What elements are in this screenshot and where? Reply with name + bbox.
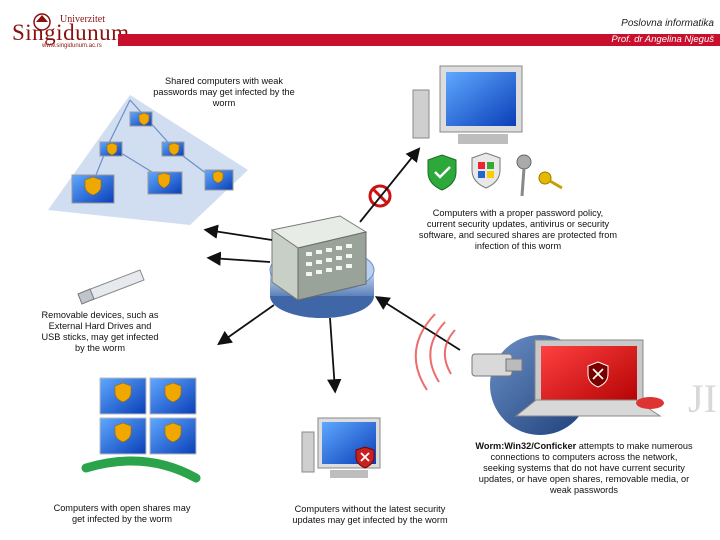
shared-computers-network [48, 95, 248, 225]
windows-shield-icon [471, 152, 501, 189]
caption-removable-devices: Removable devices, such as External Hard… [41, 310, 159, 353]
header-red-bar [118, 34, 720, 46]
caption-shared-computers: Shared computers with weak passwords may… [153, 76, 295, 108]
worm-description: attempts to make numerous connections to… [478, 441, 693, 495]
worm-source [414, 313, 664, 435]
logo-university-label: Univerzitet [60, 14, 105, 25]
arrow-to-protected [359, 147, 421, 223]
arrow-to-open-shares [217, 304, 275, 346]
arrow-from-worm [374, 296, 461, 351]
usb-stick-icon [77, 269, 145, 305]
professor-name: Prof. dr Angelina Njeguš [611, 34, 714, 45]
caption-no-updates: Computers without the latest security up… [292, 504, 448, 525]
course-title: Poslovna informatika [621, 18, 714, 29]
green-shield-icon [427, 154, 457, 191]
worm-name: Worm:Win32/Conficker [475, 441, 577, 451]
open-shares-computers [81, 377, 201, 483]
logo-name: Singidunum [12, 20, 130, 45]
keys-icon [516, 154, 563, 197]
caption-worm: Worm:Win32/Conficker attempts to make nu… [474, 441, 694, 496]
watermark-letters: JI [688, 376, 717, 421]
infection-arrows [203, 147, 461, 394]
arrow-to-removable [206, 251, 271, 266]
caption-open-shares: Computers with open shares may get infec… [53, 503, 191, 524]
logo-url: www.singidunum.ac.rs [42, 43, 102, 49]
arrow-to-no-updates [327, 317, 342, 394]
caption-protected-computers: Computers with a proper password policy,… [418, 208, 618, 251]
course-title-block: Poslovna informatika [621, 18, 714, 29]
arrow-to-shared [203, 224, 273, 241]
unpatched-computer [301, 417, 381, 478]
protected-computer [412, 65, 523, 144]
infected-server [269, 215, 375, 318]
